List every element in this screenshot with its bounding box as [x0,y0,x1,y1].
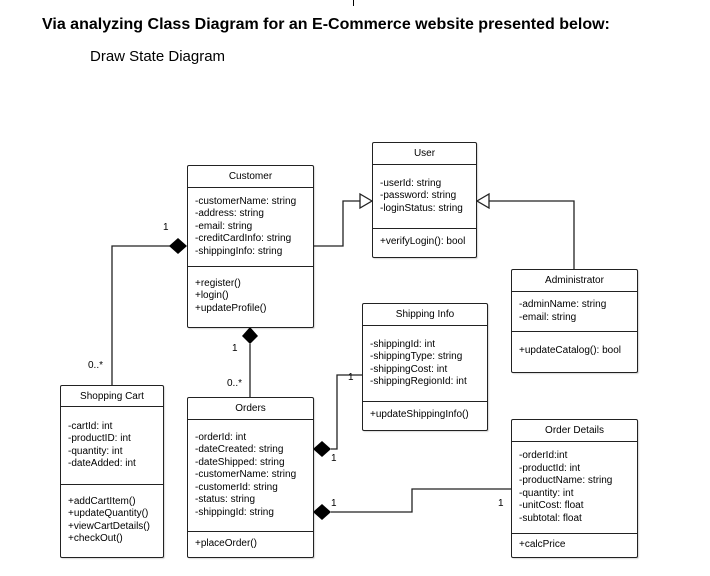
order-details-attribute: -productName: string [519,475,613,486]
customer-attribute: -creditCardInfo: string [195,233,292,245]
customer-orders-composition-diamond [242,327,258,344]
class-administrator-name: Administrator [512,270,637,292]
customer-attribute: -shippingInfo: string [195,245,283,257]
user-operation: +verifyLogin(): bool [380,236,466,248]
class-shopping-cart-name: Shopping Cart [61,386,163,407]
class-orders-operations: +placeOrder() [188,532,313,556]
order-details-attribute: -unitCost: float [519,500,584,511]
user-attribute: -password: string [380,190,457,202]
order-details-attribute: -quantity: int [519,487,574,499]
customer-attribute: -email: string [195,220,253,232]
class-customer-name: Customer [188,166,313,188]
class-customer-attributes: -customerName: string -address: string -… [188,188,313,267]
class-administrator-operations: +updateCatalog(): bool [512,332,637,370]
order-details-operation: +calcPrice [519,539,566,551]
class-shipping-info-operations: +updateShippingInfo() [363,402,487,429]
top-tick-mark [353,0,354,6]
class-shipping-info: Shipping Info -shippingId: int -shipping… [362,303,488,431]
shipping-info-attribute: -shippingType: string [370,351,463,362]
multiplicity-orders-details: 1 [331,498,337,509]
orders-details-composition-diamond [313,504,331,520]
orders-shipping-composition-diamond [313,441,331,457]
shopping-cart-operation: +viewCartDetails() [68,520,150,532]
shopping-cart-operation: +addCartItem() [68,495,136,507]
orders-attribute: -customerId: string [195,481,278,493]
shopping-cart-operation: +checkOut() [68,533,123,544]
class-shipping-info-name: Shipping Info [363,304,487,326]
orders-shipping-composition-line [331,374,363,450]
orders-attribute: -dateShipped: string [195,456,285,468]
orders-attribute: -dateCreated: string [195,444,284,456]
orders-attribute: -orderId: int [195,431,247,443]
shipping-info-attribute: -shippingId: int [370,338,436,350]
multiplicity-cart: 0..* [88,360,104,371]
customer-user-generalization-line [313,200,360,247]
multiplicity-customer-cart: 1 [163,222,169,233]
admin-user-generalization-line [489,200,575,270]
customer-operation: +updateProfile() [195,302,267,314]
class-shopping-cart-attributes: -cartId: int -productID: int -quantity: … [61,407,163,485]
user-attribute: -loginStatus: string [380,202,463,214]
shopping-cart-operation: +updateQuantity() [68,508,149,519]
shopping-cart-attribute: -cartId: int [68,420,113,432]
class-order-details-name: Order Details [512,420,637,442]
order-details-attribute: -productId: int [519,462,581,474]
class-orders-name: Orders [188,398,313,420]
class-user: User -userId: string -password: string -… [372,142,477,258]
customer-cart-composition-line [111,245,170,386]
class-order-details-attributes: -orderId:int -productId: int -productNam… [512,442,637,534]
shipping-info-operation: +updateShippingInfo() [370,409,469,421]
administrator-attribute: -adminName: string [519,299,607,310]
orders-attribute: -status: string [195,494,256,506]
shopping-cart-attribute: -quantity: int [68,445,123,457]
class-administrator: Administrator -adminName: string -email:… [511,269,638,373]
class-user-operations: +verifyLogin(): bool [373,229,476,256]
customer-attribute: -customerName: string [195,195,297,207]
order-details-attribute: -orderId:int [519,450,568,461]
shipping-info-attribute: -shippingCost: int [370,363,448,375]
class-user-name: User [373,143,476,165]
user-attribute: -userId: string [380,177,442,189]
class-order-details-operations: +calcPrice [512,534,637,557]
customer-operation: +register() [195,277,241,289]
shopping-cart-attribute: -dateAdded: int [68,458,136,469]
administrator-attribute: -email: string [519,311,577,323]
class-administrator-attributes: -adminName: string -email: string [512,292,637,332]
class-orders: Orders -orderId: int -dateCreated: strin… [187,397,314,558]
class-customer-operations: +register() +login() +updateProfile() [188,267,313,326]
class-shopping-cart: Shopping Cart -cartId: int -productID: i… [60,385,164,558]
class-shipping-info-attributes: -shippingId: int -shippingType: string -… [363,326,487,402]
orders-details-composition-line [331,488,511,513]
multiplicity-orders: 0..* [227,378,243,389]
class-order-details: Order Details -orderId:int -productId: i… [511,419,638,558]
multiplicity-shipping-info: 1 [348,372,354,383]
page-subheading: Draw State Diagram [90,48,226,65]
customer-attribute: -address: string [195,208,264,220]
multiplicity-orders-shipping: 1 [331,453,337,464]
administrator-operation: +updateCatalog(): bool [519,344,622,356]
orders-operation: +placeOrder() [195,537,257,549]
class-orders-attributes: -orderId: int -dateCreated: string -date… [188,420,313,532]
orders-attribute: -shippingId: string [195,506,274,518]
customer-operation: +login() [195,290,229,302]
customer-cart-composition-diamond [169,238,187,254]
multiplicity-order-details: 1 [498,498,504,509]
class-shopping-cart-operations: +addCartItem() +updateQuantity() +viewCa… [61,485,163,556]
shipping-info-attribute: -shippingRegionId: int [370,376,467,387]
customer-user-generalization-arrowhead [359,192,374,210]
admin-user-generalization-arrowhead [475,192,490,210]
multiplicity-customer-orders: 1 [232,343,238,354]
class-customer: Customer -customerName: string -address:… [187,165,314,328]
shopping-cart-attribute: -productID: int [68,433,131,444]
order-details-attribute: -subtotal: float [519,512,582,524]
page-heading: Via analyzing Class Diagram for an E-Com… [42,16,610,33]
class-user-attributes: -userId: string -password: string -login… [373,165,476,229]
orders-attribute: -customerName: string [195,469,297,481]
